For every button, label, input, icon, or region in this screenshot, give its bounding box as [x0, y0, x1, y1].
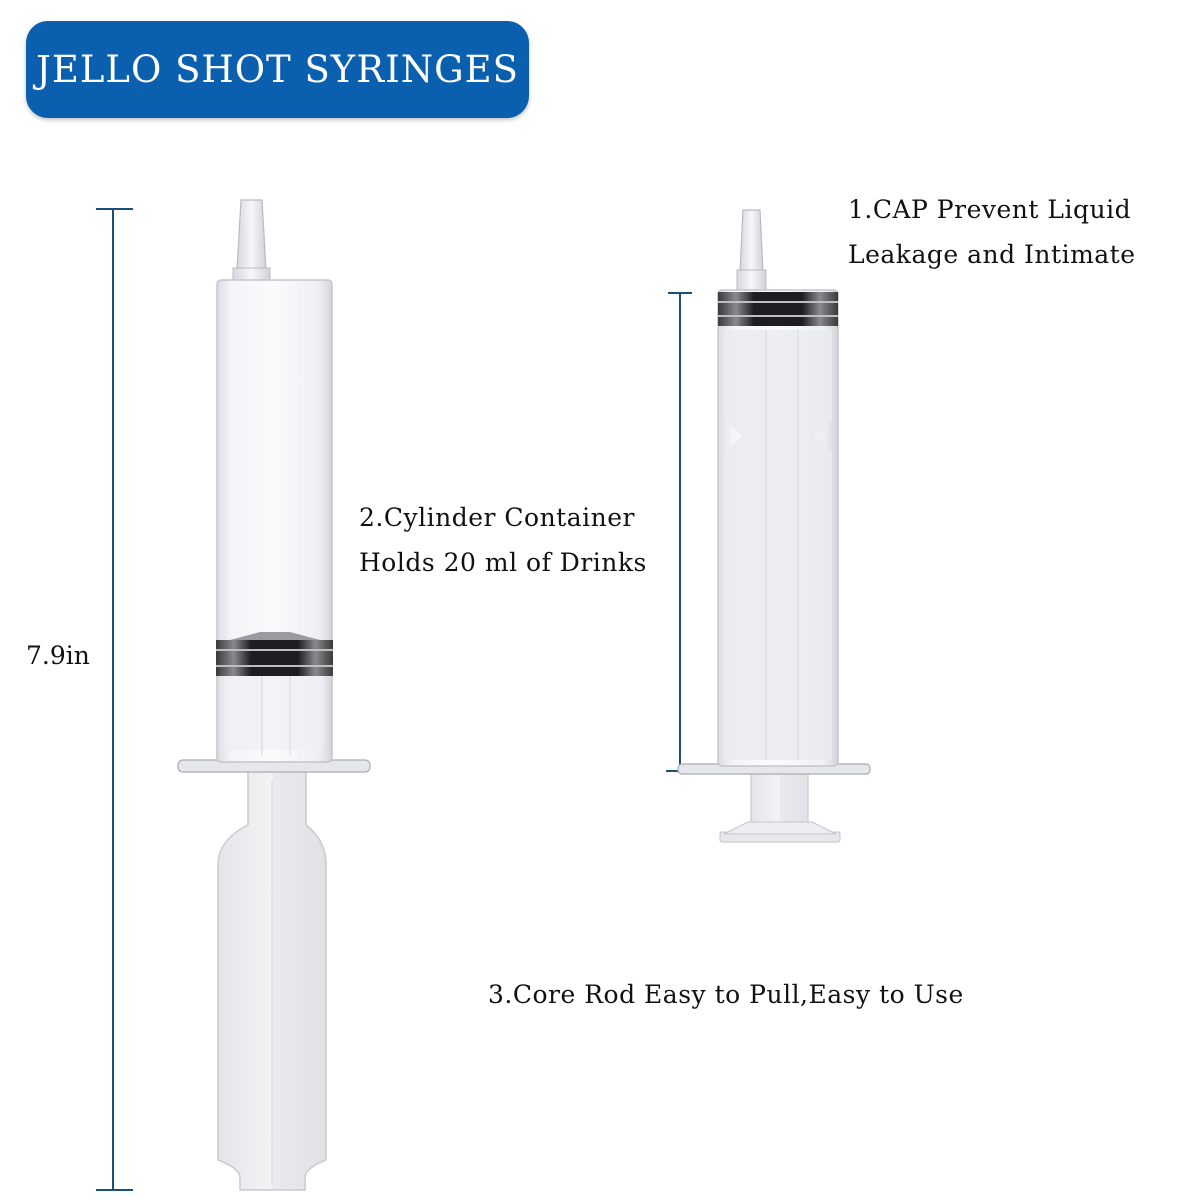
feature-cylinder-line2: Holds 20 ml of Drinks: [359, 548, 647, 577]
length-dimension-label: 7.9in: [26, 641, 90, 670]
barrel-dimension-line: [666, 292, 694, 772]
syringe-tip-compact: [739, 209, 764, 273]
feature-cylinder-line1: 2.Cylinder Container: [359, 503, 635, 532]
feature-cap-label: 1.CAP Prevent Liquid Leakage and Intimat…: [848, 187, 1136, 277]
syringe-tip: [236, 199, 267, 271]
syringe-extended: [177, 199, 371, 1191]
feature-rod-line1: 3.Core Rod Easy to Pull,Easy to Use: [488, 980, 964, 1009]
length-dimension-line: [96, 208, 133, 1191]
feature-cylinder-label: 2.Cylinder Container Holds 20 ml of Drin…: [359, 495, 647, 585]
feature-cap-line2: Leakage and Intimate: [848, 240, 1136, 269]
feature-cap-line1: 1.CAP Prevent Liquid: [848, 195, 1132, 224]
page-title: JELLO SHOT SYRINGES: [36, 48, 519, 91]
syringe-compact: [677, 209, 871, 843]
plunger-stub: [750, 770, 809, 826]
rubber-seal-compact: [718, 292, 838, 326]
title-badge: JELLO SHOT SYRINGES: [26, 21, 529, 118]
feature-rod-label: 3.Core Rod Easy to Pull,Easy to Use: [488, 972, 964, 1017]
rubber-seal: [216, 640, 333, 676]
